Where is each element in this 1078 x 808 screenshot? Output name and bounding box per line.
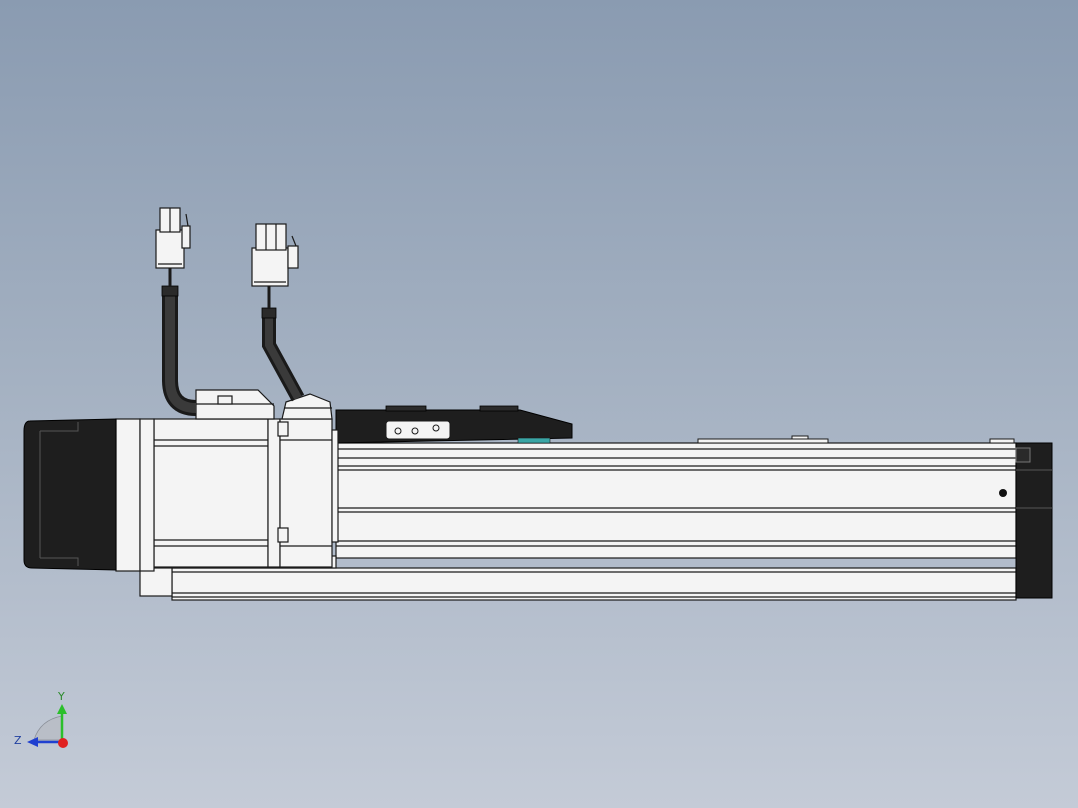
power-cable [161,268,197,416]
carriage-block [335,405,573,444]
triad-arc [33,715,63,741]
orientation-triad[interactable]: Y Z [14,690,68,748]
screw-hole [999,489,1007,497]
y-axis-label: Y [57,690,65,703]
z-axis-arrow-icon [27,737,38,747]
cable-glands [195,389,333,420]
motor-body [115,418,339,572]
end-cap [999,442,1053,599]
motor-rear-cap [23,418,117,571]
power-connector-plug [155,207,191,269]
z-axis-label: Z [14,734,22,747]
encoder-cable [261,286,305,402]
rail-top-plates [697,435,1015,444]
y-axis-arrow-icon [57,704,67,714]
x-axis-dot-icon [58,738,68,748]
encoder-connector-plug [251,223,299,287]
linear-rail [139,442,1017,601]
